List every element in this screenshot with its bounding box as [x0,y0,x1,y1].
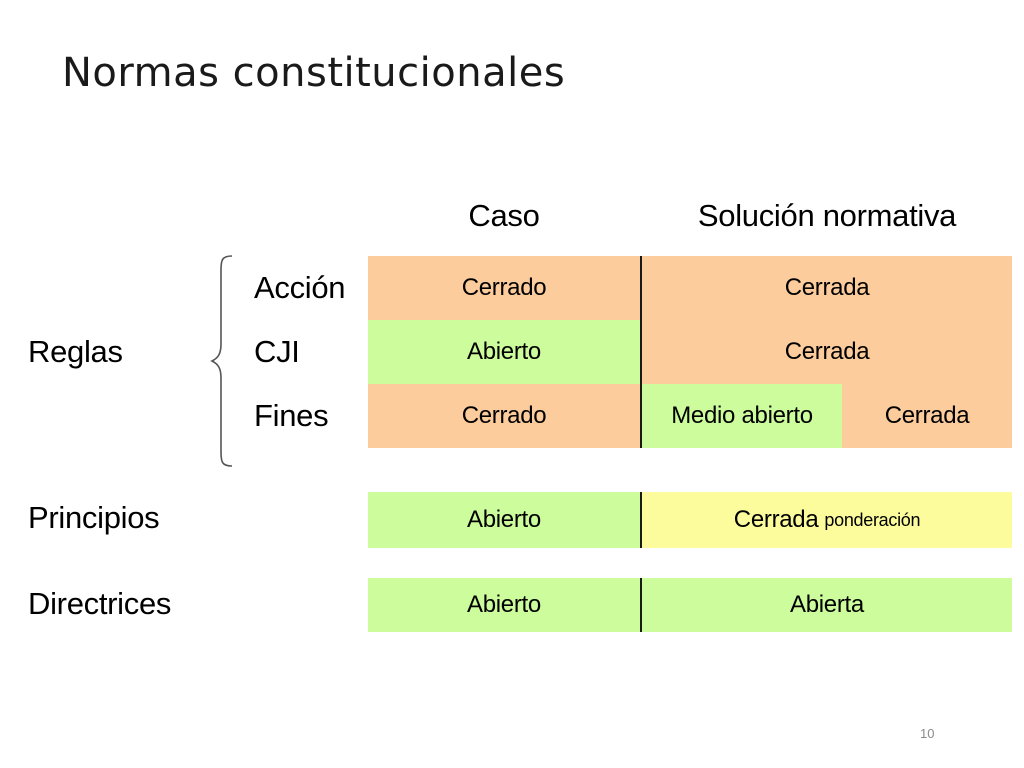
rule-label-fines: Fines [254,398,329,433]
cell-principios-solucion-note: ponderación [824,509,921,530]
cell-accion-caso: Cerrado [368,256,640,320]
cell-fines-caso: Cerrado [368,384,640,448]
page-number: 10 [920,726,935,741]
rule-label-cji: CJI [254,334,300,369]
header-caso: Caso [468,198,540,233]
group-label-directrices: Directrices [28,586,172,621]
divider-reglas [640,256,642,448]
group-label-reglas: Reglas [28,334,123,369]
cell-directrices-solucion: Abierta [642,578,1012,632]
cell-principios-caso: Abierto [368,492,640,548]
cell-fines-solucion-medio-abierto: Medio abierto [642,384,842,448]
cell-cji-caso: Abierto [368,320,640,384]
cell-fines-solucion-cerrada: Cerrada [842,384,1012,448]
cell-accion-solucion: Cerrada [642,256,1012,320]
header-solucion-normativa: Solución normativa [697,198,957,233]
brace-icon [210,255,233,467]
group-label-principios: Principios [28,500,160,535]
cell-cji-solucion: Cerrada [642,320,1012,384]
cell-directrices-caso: Abierto [368,578,640,632]
page-title: Normas constitucionales [62,50,566,96]
rule-label-accion: Acción [254,270,346,305]
divider-principios [640,492,642,548]
cell-principios-solucion-text: Cerrada [733,506,819,533]
divider-directrices [640,578,642,632]
